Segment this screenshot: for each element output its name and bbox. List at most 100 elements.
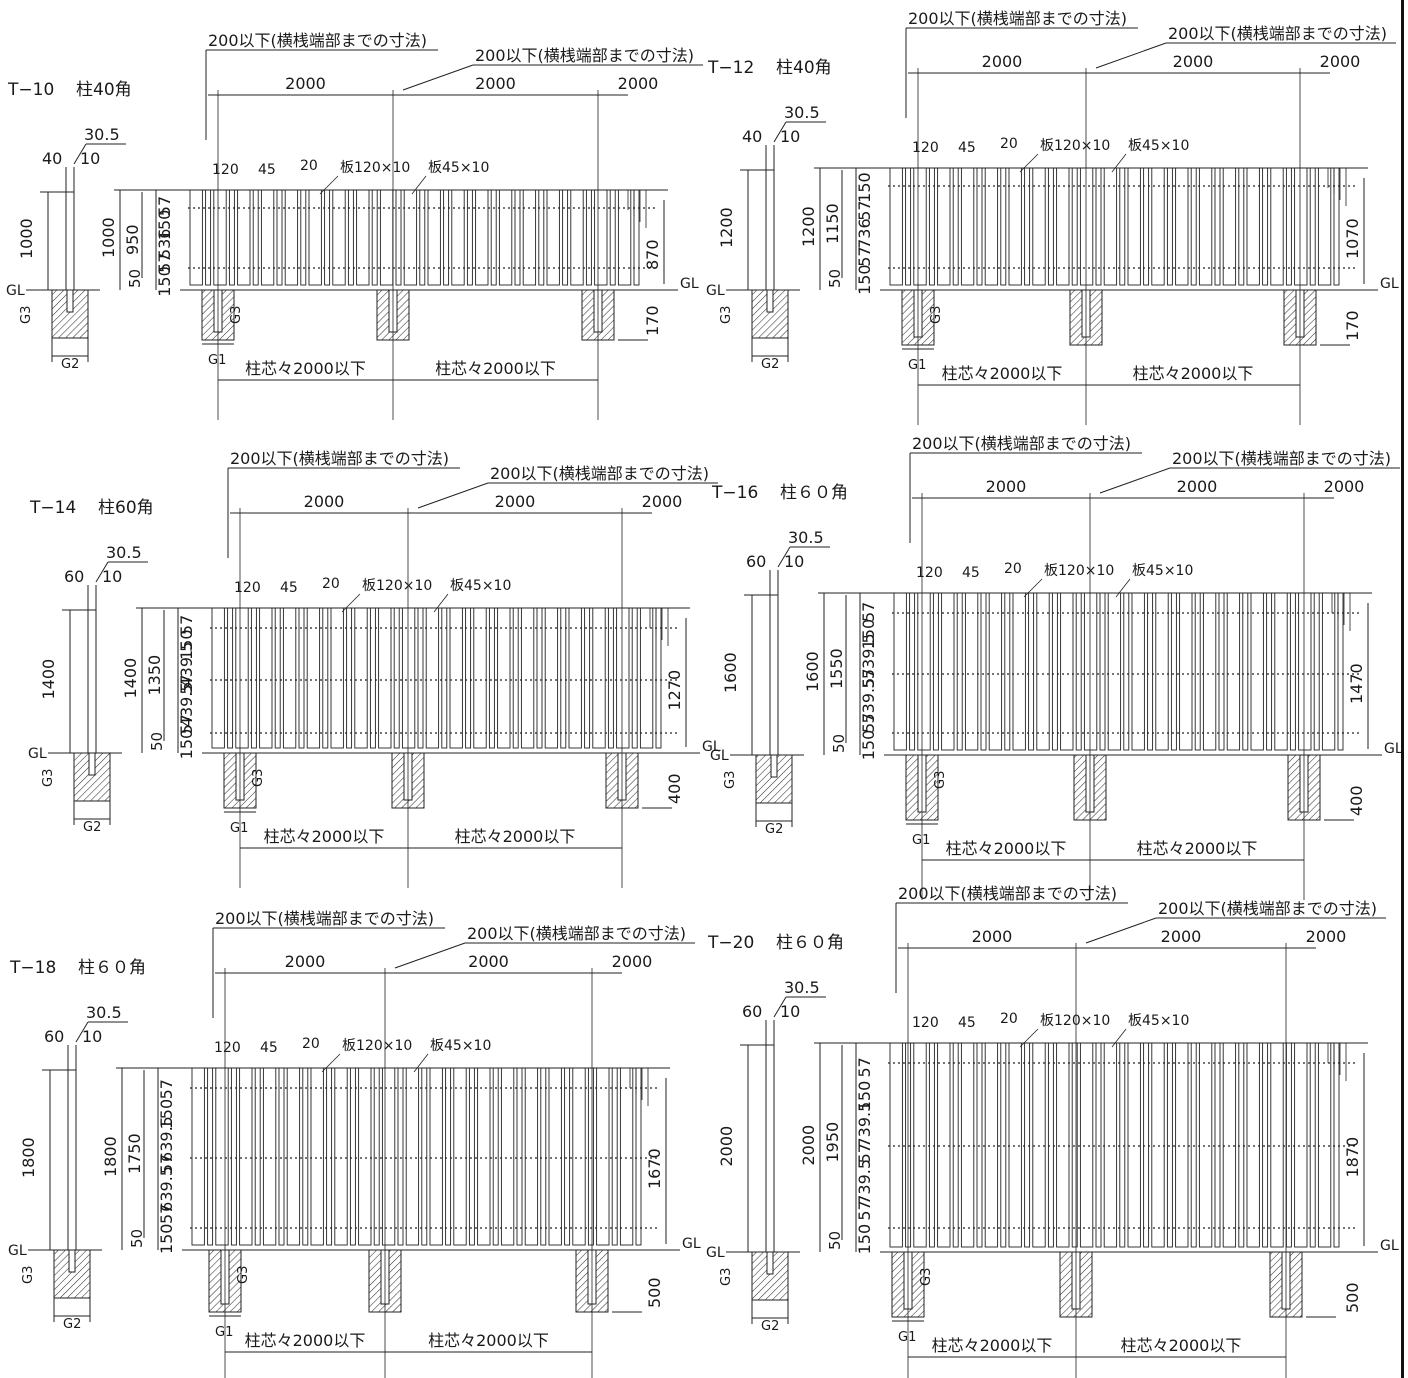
side-post-embed: [68, 1249, 76, 1273]
end-height-label: 1070: [1343, 218, 1362, 259]
overall-height-label: 1000: [99, 217, 118, 258]
span-label: 2000: [475, 74, 516, 93]
rail-dim-label: 57: [855, 1200, 874, 1220]
board-45: [1285, 1042, 1292, 1248]
board-45: [488, 607, 495, 749]
board-height-label: 1350: [145, 655, 164, 696]
board-120: [1175, 1042, 1189, 1248]
drawing-title: T−16: [711, 483, 758, 503]
g2-label: G2: [63, 1317, 81, 1332]
board-45: [1337, 592, 1344, 751]
board-120: [913, 1042, 927, 1248]
board-45: [393, 607, 400, 749]
front-gl-label: GL: [1380, 276, 1399, 292]
rail-dim-label: 539.5: [859, 633, 878, 679]
board-45: [369, 607, 376, 749]
board-120: [889, 167, 903, 286]
leader-line: [95, 561, 109, 583]
leader-line: [75, 1021, 89, 1043]
callout-leader: [1023, 578, 1043, 598]
board-120: [984, 1042, 999, 1248]
board-45: [611, 1067, 618, 1246]
overall-height-label: 1600: [803, 651, 822, 692]
rail-dim-label: 57: [859, 713, 878, 733]
bottom-gap-label: 50: [826, 1231, 844, 1250]
board-45: [1170, 592, 1177, 751]
note-leader: [417, 482, 489, 509]
board-120: [449, 607, 463, 749]
rail-dim-label: 150: [855, 1081, 874, 1112]
board-45: [1194, 592, 1201, 751]
end-height-label: 1470: [1347, 663, 1366, 704]
rail-dim-label: 150: [157, 1224, 176, 1255]
board-45: [1190, 1042, 1197, 1248]
overall-height-label: 1400: [121, 658, 140, 699]
board-45: [254, 1067, 261, 1246]
board-120: [306, 607, 321, 749]
g2-label: G2: [765, 822, 783, 837]
board-45: [1047, 1042, 1054, 1248]
g3-label: G3: [723, 771, 738, 789]
board-45: [1028, 592, 1035, 751]
board-height-label: 1550: [827, 648, 846, 689]
note-left: 200以下(横桟端部までの寸法): [898, 884, 1117, 903]
board-45: [1095, 1042, 1102, 1248]
span-label: 2000: [1306, 927, 1347, 946]
board-120: [1127, 1042, 1141, 1248]
board-45: [397, 1067, 404, 1246]
board-45: [1143, 1042, 1150, 1248]
pitch-label-right: 柱芯々2000以下: [428, 1331, 549, 1350]
note-right: 200以下(横桟端部までの寸法): [475, 46, 694, 65]
span-label: 2000: [986, 477, 1027, 496]
board-45: [564, 1067, 571, 1246]
board-45: [227, 607, 234, 749]
board-120: [497, 607, 511, 749]
board-120: [960, 1042, 975, 1248]
callout-leader: [341, 593, 361, 613]
side-post: [67, 1069, 77, 1251]
foundation-depth-label: 400: [1347, 785, 1366, 816]
board-45: [1214, 1042, 1221, 1248]
board-45: [928, 1042, 935, 1248]
side-post: [765, 169, 775, 291]
post-size-label: 60: [44, 1027, 64, 1046]
gl-label: GL: [6, 283, 25, 299]
front-g3-label: G3: [251, 769, 266, 787]
board-45: [1333, 1042, 1340, 1248]
board-120-callout: 板120×10: [1044, 563, 1114, 579]
board-120: [941, 592, 955, 751]
side-post-embed: [88, 752, 96, 776]
board-45: [490, 189, 497, 286]
span-label: 2000: [285, 74, 326, 93]
callout-leader: [1115, 578, 1131, 598]
board-45: [322, 607, 329, 749]
board-120: [378, 607, 392, 749]
board-width-120: 120: [912, 140, 939, 156]
post-size-label: 40: [42, 149, 62, 168]
span-label: 2000: [1173, 52, 1214, 71]
board-120: [237, 189, 251, 286]
note-left: 200以下(横桟端部までの寸法): [912, 434, 1131, 453]
note-right: 200以下(横桟端部までの寸法): [467, 924, 686, 943]
board-gap-20: 20: [1004, 561, 1022, 577]
bottom-gap-label: 50: [128, 1229, 146, 1248]
rail-dim-label: 439.5: [177, 642, 196, 688]
span-label: 2000: [1324, 477, 1365, 496]
board-height-label: 950: [123, 224, 142, 255]
note-right: 200以下(横桟端部までの寸法): [1168, 24, 1387, 43]
rail-dim-label: 539.5: [859, 678, 878, 724]
overall-depth-label: 30.5: [84, 125, 120, 144]
board-120: [1198, 1042, 1213, 1248]
g1-label: G1: [215, 1325, 233, 1340]
board-45: [1147, 592, 1154, 751]
span-label: 2000: [982, 52, 1023, 71]
foundation-depth-label: 400: [665, 773, 684, 804]
callout-leader: [413, 1053, 429, 1073]
rail-dim-label: 57: [855, 246, 874, 266]
board-120: [619, 1067, 634, 1246]
board-45: [324, 189, 331, 286]
board-120-callout: 板120×10: [342, 1038, 412, 1054]
span-label: 2000: [285, 952, 326, 971]
